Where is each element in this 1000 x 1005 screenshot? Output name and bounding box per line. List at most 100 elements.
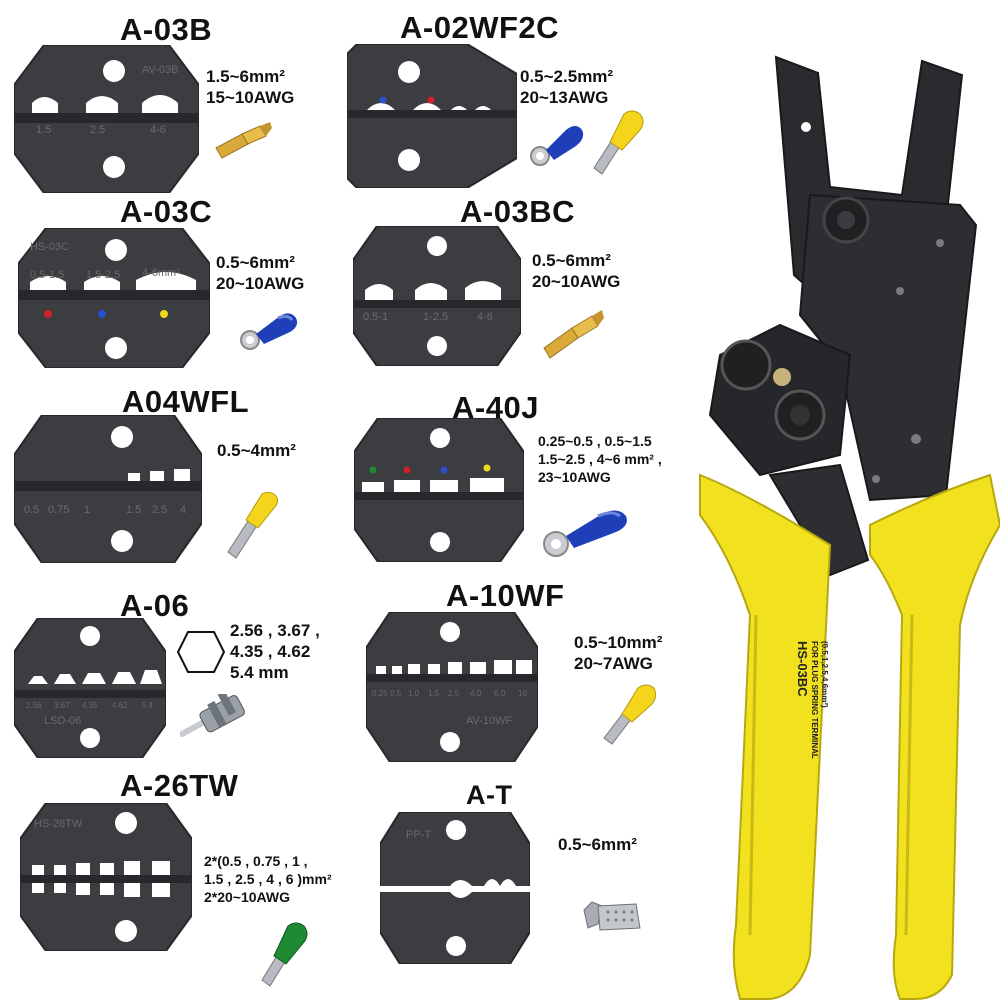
ferrule-yellow-icon: [588, 108, 648, 183]
die-code: PP-T: [406, 829, 431, 841]
ferrule-yellow-icon: [598, 682, 660, 753]
die-mark: 4-6: [150, 124, 166, 136]
crimping-tool-image: HS-03BC FOR PLUG SPRING TERMINAL (0.5,1,…: [690, 55, 1000, 1000]
die-mark: 1-2.5: [423, 311, 448, 323]
die-image-a-02wf2c: [347, 44, 517, 188]
die-mark: 4-6: [477, 311, 493, 323]
die-mark: 0.25: [372, 689, 388, 698]
spec-line: 5.4 mm: [230, 663, 289, 682]
die-model-title: A-T: [466, 780, 513, 810]
die-mark: 0.5-1: [363, 311, 388, 323]
die-image-a-06: 2.56 3.67 4.35 4.62 5.4 LSD-06: [14, 618, 166, 758]
die-image-a-03c: 0.5-1.5 1.5-2.5 4-6mm² HS-03C: [18, 228, 210, 368]
ferrule-yellow-icon: [220, 490, 280, 565]
die-mark: 4: [180, 504, 186, 516]
spec-line: 0.25~0.5 , 0.5~1.5: [538, 433, 652, 449]
spec-line: 0.5~10mm²: [574, 633, 663, 652]
die-code: LSD-06: [44, 715, 81, 727]
die-mark: 0.5-1.5: [30, 269, 64, 281]
die-code: AV-10WF: [466, 715, 513, 727]
die-mark: 4.0: [470, 689, 482, 698]
die-spec: 0.5~6mm² 20~10AWG: [216, 252, 304, 294]
die-image-a-10wf: 0.25 0.5 1.0 1.5 2.5 4.0 6.0 10 AV-10WF: [366, 612, 538, 762]
tool-model-label: HS-03BC: [795, 641, 810, 697]
die-mark: 4.35: [82, 701, 98, 710]
die-code: HS-03C: [30, 241, 69, 253]
die-model-title: A-03BC: [460, 194, 575, 229]
die-mark: 2.5: [448, 689, 460, 698]
die-image-a04wfl: 0.5 0.75 1 1.5 2.5 4: [14, 415, 202, 563]
die-image-a-26tw: HS-26TW: [20, 803, 192, 951]
die-spec: 1.5~6mm² 15~10AWG: [206, 66, 294, 108]
die-code: HS-26TW: [34, 818, 83, 830]
die-spec: 2.56 , 3.67 , 4.35 , 4.62 5.4 mm: [230, 620, 320, 683]
die-model-title: A-02WF2C: [400, 10, 560, 45]
tool-handle-text: FOR PLUG SPRING TERMINAL: [810, 641, 819, 759]
die-model-title: A-10WF: [446, 578, 565, 613]
die-spec: 0.5~6mm²: [558, 834, 637, 855]
spec-line: 2.56 , 3.67 ,: [230, 621, 320, 640]
coax-connector-icon: [179, 690, 256, 745]
die-spec: 0.5~4mm²: [217, 440, 296, 461]
die-image-a-t: PP-T: [380, 812, 530, 964]
twin-ferrule-green-icon: [256, 918, 312, 995]
die-mark: 0.5: [390, 689, 402, 698]
spec-line: 20~7AWG: [574, 654, 653, 673]
die-mark: 0.75: [48, 504, 69, 516]
die-model-title: A-03C: [120, 194, 213, 229]
die-spec: 0.5~6mm² 20~10AWG: [532, 250, 620, 292]
uninsulated-terminal-icon: [578, 888, 644, 947]
die-spec: 2*(0.5 , 0.75 , 1 , 1.5 , 2.5 , 4 , 6 )m…: [204, 852, 332, 906]
spec-line: 23~10AWG: [538, 469, 611, 485]
die-mark: 1.5: [36, 124, 51, 136]
spec-line: 1.5 , 2.5 , 4 , 6 )mm²: [204, 871, 332, 887]
spec-line: 0.5~4mm²: [217, 441, 296, 460]
die-image-a-40j: [354, 418, 524, 562]
die-mark: 10: [518, 689, 527, 698]
die-spec: 0.5~10mm² 20~7AWG: [574, 632, 662, 674]
ring-terminal-icon: [528, 118, 586, 175]
die-mark: 4.62: [112, 701, 128, 710]
die-spec: 0.25~0.5 , 0.5~1.5 1.5~2.5 , 4~6 mm² , 2…: [538, 432, 662, 486]
die-mark: 2.56: [26, 701, 42, 710]
die-model-title: A04WFL: [122, 384, 249, 419]
die-mark: 5.4: [142, 701, 154, 710]
spec-line: 20~13AWG: [520, 88, 609, 107]
spec-line: 2*20~10AWG: [204, 889, 290, 905]
spec-line: 20~10AWG: [532, 272, 621, 291]
tool-handle-text: (0.5,1,2.5,4,6mm²): [820, 641, 829, 708]
spade-terminal-icon: [212, 118, 274, 175]
die-mark: 1.5: [428, 689, 440, 698]
die-mark: 2.5: [152, 504, 167, 516]
spade-terminal-icon: [540, 306, 606, 371]
die-mark: 6.0: [494, 689, 506, 698]
ring-terminal-icon: [540, 502, 632, 563]
ring-terminal-icon: [238, 306, 300, 359]
spec-line: 2*(0.5 , 0.75 , 1 ,: [204, 853, 308, 869]
die-model-title: A-06: [120, 588, 190, 623]
die-mark: 1.5-2.5: [86, 269, 120, 281]
die-mark: 2.5: [90, 124, 105, 136]
die-image-a-03b: 1.5 2.5 4-6 AV-03B: [14, 45, 199, 193]
spec-line: 0.5~6mm²: [216, 253, 295, 272]
die-mark: 0.5: [24, 504, 39, 516]
die-mark: 1.0: [408, 689, 420, 698]
spec-line: 1.5~2.5 , 4~6 mm² ,: [538, 451, 662, 467]
die-mark: 1: [84, 504, 90, 516]
spec-line: 0.5~6mm²: [532, 251, 611, 270]
die-image-a-03bc: 0.5-1 1-2.5 4-6: [353, 226, 521, 366]
die-model-title: A-26TW: [120, 768, 239, 803]
die-mark: 1.5: [126, 504, 141, 516]
spec-line: 0.5~6mm²: [558, 835, 637, 854]
die-mark: 3.67: [54, 701, 70, 710]
spec-line: 1.5~6mm²: [206, 67, 285, 86]
spec-line: 15~10AWG: [206, 88, 295, 107]
die-code: AV-03B: [142, 64, 179, 76]
die-spec: 0.5~2.5mm² 20~13AWG: [520, 66, 613, 108]
spec-line: 4.35 , 4.62: [230, 642, 311, 661]
spec-line: 0.5~2.5mm²: [520, 67, 614, 86]
die-model-title: A-03B: [120, 12, 213, 47]
hexagon-icon: [176, 630, 226, 679]
die-mark: 4-6mm²: [142, 267, 180, 279]
spec-line: 20~10AWG: [216, 274, 305, 293]
